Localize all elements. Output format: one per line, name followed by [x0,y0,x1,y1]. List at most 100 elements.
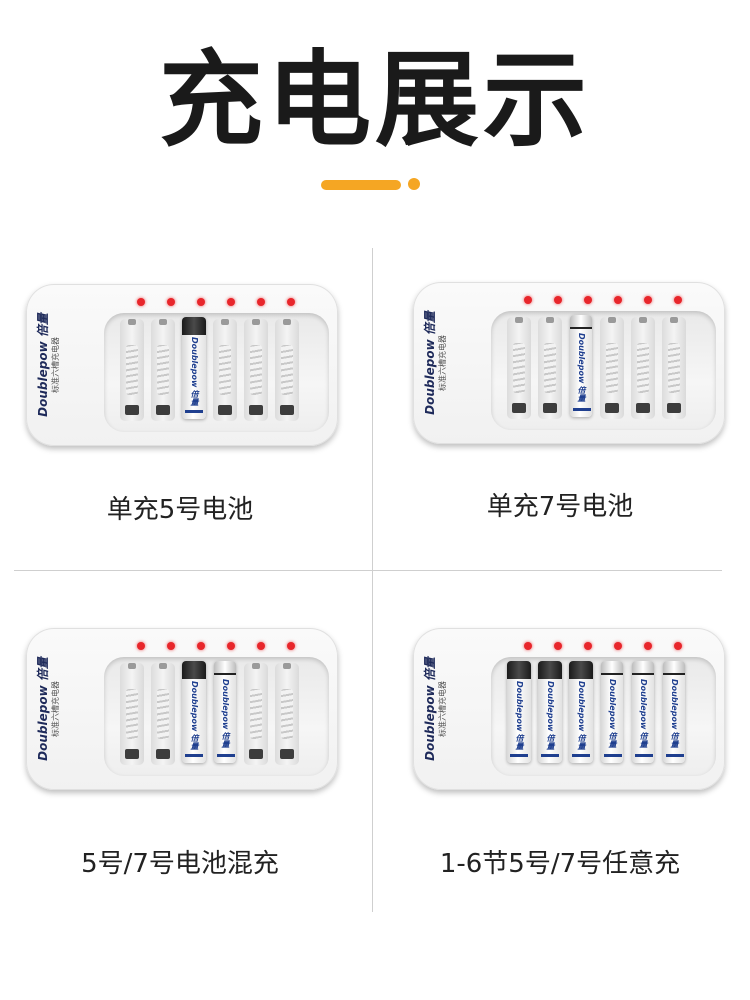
brand-subtitle: 标准六槽充电器 [438,335,447,391]
empty-battery-slot [538,317,562,419]
battery-tray: Doublepow 倍量 [491,311,716,430]
slot-spring [668,343,680,393]
charge-indicator-led [197,298,205,306]
slot-spring [157,689,169,739]
battery-stripe [510,754,528,757]
battery-cap [214,661,236,675]
battery-cap [182,661,206,679]
battery-brand-label: Doublepow 倍量 [577,681,586,751]
slot-contact-bottom [249,749,263,759]
slot-spring [513,343,525,393]
slot-contact-top [546,317,554,323]
charge-indicator-led [257,642,265,650]
charge-indicator-led [227,642,235,650]
slot-contact-top [639,317,647,323]
slot-contact-bottom [218,405,232,415]
brand-name: Doublepow 倍量 [36,313,50,417]
accent-bar [321,180,401,190]
slot-contact-bottom [636,403,650,413]
slot-contact-top [128,663,136,669]
aa-battery: Doublepow 倍量 [182,317,206,419]
brand-name: Doublepow 倍量 [423,311,437,415]
slot-contact-bottom [125,749,139,759]
vertical-divider [372,248,373,912]
aa-battery: Doublepow 倍量 [507,661,531,763]
aa-battery: Doublepow 倍量 [569,661,593,763]
empty-battery-slot [507,317,531,419]
charger-brand: Doublepow 倍量 标准六槽充电器 [36,649,62,769]
charger-brand: Doublepow 倍量 标准六槽充电器 [423,303,449,423]
slot-spring [250,689,262,739]
aaa-battery: Doublepow 倍量 [632,661,654,763]
slot-contact-top [221,319,229,325]
empty-battery-slot [662,317,686,419]
slot-contact-top [159,663,167,669]
charge-indicator-led [197,642,205,650]
battery-stripe [572,754,590,757]
charge-indicator-led [167,642,175,650]
slot-contact-bottom [249,405,263,415]
slot-contact-top [515,317,523,323]
slot-contact-bottom [605,403,619,413]
slot-spring [126,689,138,739]
aaa-battery: Doublepow 倍量 [570,315,592,417]
slot-contact-top [159,319,167,325]
empty-battery-slot [151,663,175,765]
led-row [521,296,691,306]
battery-stripe [635,754,653,757]
slot-contact-top [128,319,136,325]
battery-tray: Doublepow 倍量 Doublepow 倍量 Doublepow 倍量 Doub… [491,657,716,776]
charge-indicator-led [137,298,145,306]
charge-indicator-led [227,298,235,306]
slot-contact-bottom [156,749,170,759]
battery-cap [632,661,654,675]
charge-indicator-led [674,296,682,304]
battery-brand-label: Doublepow 倍量 [608,679,617,749]
charge-indicator-led [584,642,592,650]
charger-brand: Doublepow 倍量 标准六槽充电器 [36,305,62,425]
led-row [134,642,304,652]
battery-stripe [666,754,684,757]
slot-contact-bottom [156,405,170,415]
slot-spring [126,345,138,395]
battery-stripe [185,410,203,413]
battery-cap [538,661,562,679]
brand-name: Doublepow 倍量 [423,657,437,761]
battery-brand-label: Doublepow 倍量 [577,333,586,403]
charge-indicator-led [287,642,295,650]
battery-brand-label: Doublepow 倍量 [515,681,524,751]
battery-cap [569,661,593,679]
slot-contact-bottom [667,403,681,413]
slot-contact-bottom [543,403,557,413]
brand-subtitle: 标准六槽充电器 [438,681,447,737]
battery-brand-label: Doublepow 倍量 [190,337,199,407]
slot-contact-bottom [280,405,294,415]
charge-indicator-led [524,642,532,650]
slot-contact-bottom [125,405,139,415]
slot-spring [281,345,293,395]
empty-battery-slot [600,317,624,419]
caption-1: 单充5号电池 [106,495,254,525]
battery-brand-label: Doublepow 倍量 [639,679,648,749]
battery-cap [507,661,531,679]
caption-2: 单充7号电池 [486,492,634,522]
accent-dot [408,178,420,190]
battery-cap [601,661,623,675]
aaa-battery: Doublepow 倍量 [601,661,623,763]
brand-name: Doublepow 倍量 [36,657,50,761]
charge-indicator-led [674,642,682,650]
battery-stripe [185,754,203,757]
charger-panel-2: Doublepow 倍量 标准六槽充电器 Doublepow 倍量 [413,282,725,444]
slot-contact-top [670,317,678,323]
charger-panel-1: Doublepow 倍量 标准六槽充电器 Doublepow 倍量 [26,284,338,446]
battery-tray: Doublepow 倍量 [104,313,329,432]
charge-indicator-led [287,298,295,306]
empty-battery-slot [275,663,299,765]
slot-spring [544,343,556,393]
battery-stripe [217,754,235,757]
slot-spring [281,689,293,739]
empty-battery-slot [120,663,144,765]
